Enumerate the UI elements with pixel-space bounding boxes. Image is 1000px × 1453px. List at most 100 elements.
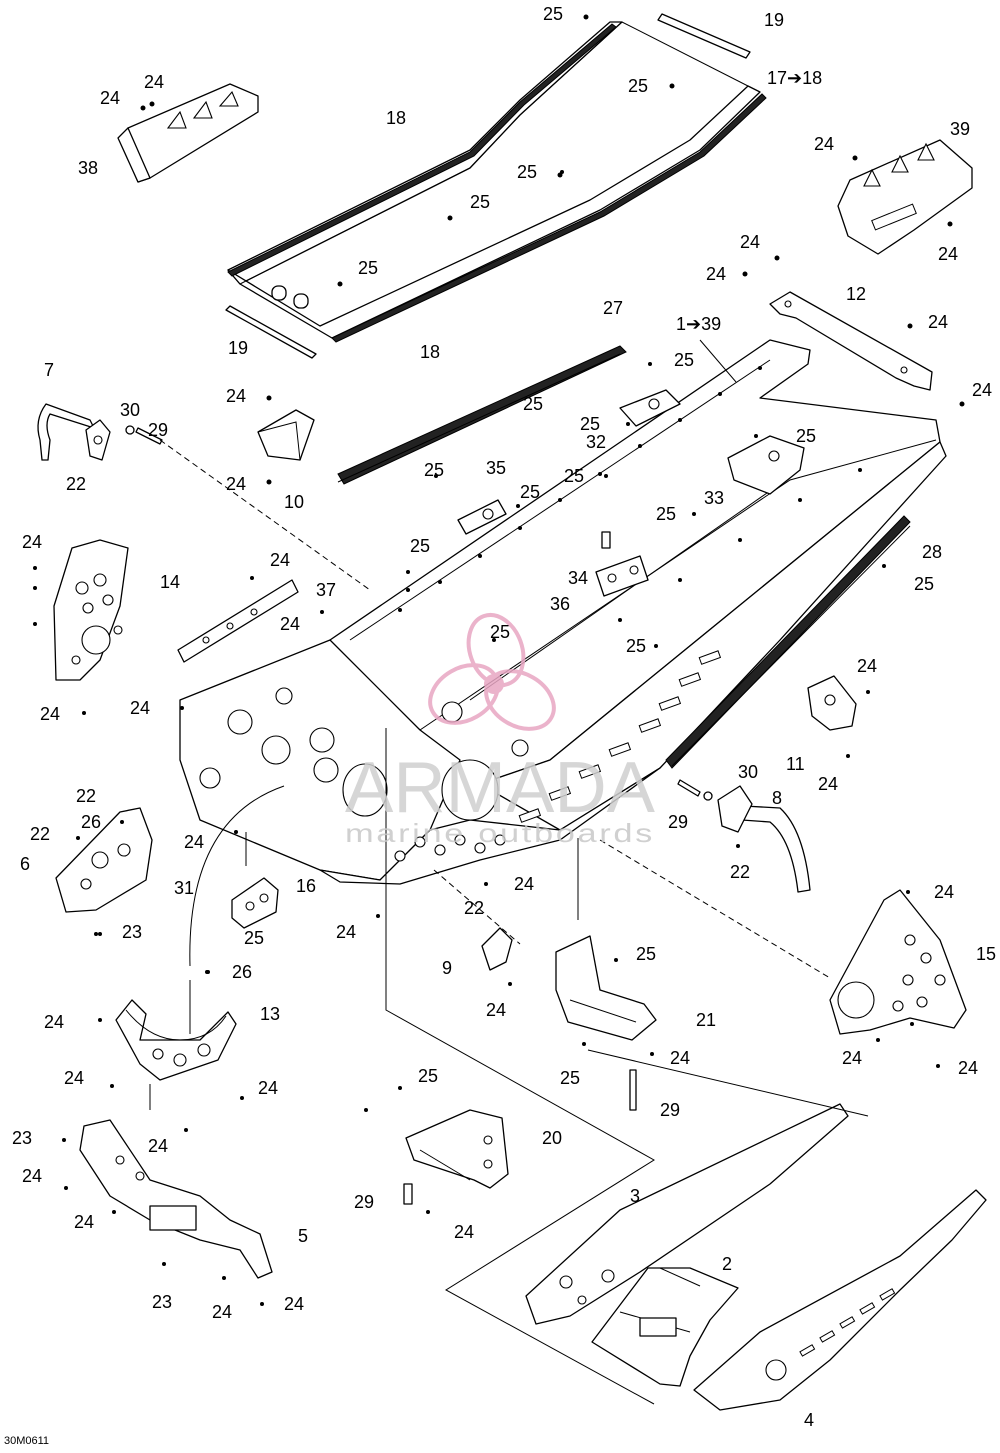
callout-13: 13	[260, 1004, 280, 1024]
callout-10: 10	[284, 492, 304, 512]
callout-24: 24	[144, 72, 164, 92]
callout-25: 25	[628, 76, 648, 96]
callout-29: 29	[148, 420, 168, 440]
tunnel-top-panel	[227, 14, 767, 343]
callout-24: 24	[934, 882, 954, 902]
callout-25: 25	[358, 258, 378, 278]
callout-25: 25	[424, 460, 444, 480]
callout-17-18: 17➔18	[767, 68, 822, 88]
bracket-10	[257, 395, 315, 485]
leader-1-39	[699, 339, 737, 383]
callout-24: 24	[486, 1000, 506, 1020]
callout-32: 32	[586, 432, 606, 452]
callout-25: 25	[517, 162, 537, 182]
callout-8: 8	[772, 788, 782, 808]
rail-3	[525, 1103, 849, 1325]
bolt-29-right	[677, 779, 701, 797]
handle-7	[37, 403, 111, 461]
runner-strip-28	[665, 515, 911, 769]
callout-24: 24	[212, 1302, 232, 1322]
washer-30-right	[703, 791, 713, 801]
bottom-strip-19	[225, 305, 317, 359]
callout-24: 24	[972, 380, 992, 400]
callout-23: 23	[12, 1128, 32, 1148]
bracket-12	[742, 255, 965, 407]
callout-14: 14	[160, 572, 180, 592]
fastener-dots	[33, 170, 940, 1306]
callout-24: 24	[74, 1212, 94, 1232]
callout-24: 24	[22, 532, 42, 552]
callout-22: 22	[30, 824, 50, 844]
callout-30: 30	[738, 762, 758, 782]
callout-25: 25	[626, 636, 646, 656]
callout-25: 25	[244, 928, 264, 948]
callout-2: 2	[722, 1254, 732, 1274]
watermark-brand: ARMADA	[345, 748, 655, 828]
callout-29: 29	[668, 812, 688, 832]
bracket-39	[837, 139, 973, 255]
part-34	[601, 531, 611, 549]
callout-25: 25	[543, 4, 563, 24]
watermark-tagline: marine outboards	[345, 818, 655, 848]
top-strip-19	[657, 13, 751, 59]
nose-2	[591, 1267, 739, 1387]
callout-25: 25	[674, 350, 694, 370]
bracket-38	[117, 83, 259, 183]
callout-23: 23	[152, 1292, 172, 1312]
callout-4: 4	[804, 1410, 814, 1430]
callout-25: 25	[656, 504, 676, 524]
callout-27: 27	[603, 298, 623, 318]
rail-5	[79, 1119, 273, 1279]
callout-34: 34	[568, 568, 588, 588]
callout-19: 19	[764, 10, 784, 30]
callout-25: 25	[564, 466, 584, 486]
callout-24: 24	[226, 474, 246, 494]
callout-24: 24	[258, 1078, 278, 1098]
callout-24: 24	[938, 244, 958, 264]
armada-watermark: ARMADA marine outboards	[345, 613, 655, 848]
callout-25: 25	[520, 482, 540, 502]
callout-24: 24	[280, 614, 300, 634]
callout-11: 11	[786, 754, 805, 774]
callout-20: 20	[542, 1128, 562, 1148]
callout-38: 38	[78, 158, 98, 178]
side-plate-15	[829, 889, 967, 1035]
callout-16: 16	[296, 876, 316, 896]
callout-23: 23	[122, 922, 142, 942]
callout-24: 24	[64, 1068, 84, 1088]
callout-24: 24	[226, 386, 246, 406]
callout-36: 36	[550, 594, 570, 614]
callout-29: 29	[660, 1100, 680, 1120]
callout-24: 24	[148, 1136, 168, 1156]
callout-39: 39	[950, 119, 970, 139]
callout-25: 25	[470, 192, 490, 212]
callout-12: 12	[846, 284, 866, 304]
callout-24: 24	[40, 704, 60, 724]
bracket-9	[481, 927, 513, 971]
bracket-13	[115, 999, 237, 1081]
handle-8	[717, 785, 811, 893]
callout-24: 24	[740, 232, 760, 252]
callout-25: 25	[580, 414, 600, 434]
callout-7: 7	[44, 360, 54, 380]
side-plate-left	[53, 539, 129, 681]
callout-24: 24	[100, 88, 120, 108]
callout-24: 24	[670, 1048, 690, 1068]
callout-24: 24	[284, 1294, 304, 1314]
callout-25: 25	[523, 394, 543, 414]
callout-9: 9	[442, 958, 452, 978]
callout-24: 24	[857, 656, 877, 676]
callout-24: 24	[130, 698, 150, 718]
callout-30: 30	[120, 400, 140, 420]
callout-35: 35	[486, 458, 506, 478]
callout-25: 25	[796, 426, 816, 446]
callout-5: 5	[298, 1226, 308, 1246]
bolt-29-left	[135, 427, 163, 445]
callout-19: 19	[228, 338, 248, 358]
callout-24: 24	[706, 264, 726, 284]
armada-logo-propeller	[428, 613, 556, 731]
callout-24: 24	[928, 312, 948, 332]
callout-24: 24	[270, 550, 290, 570]
callout-37: 37	[316, 580, 336, 600]
